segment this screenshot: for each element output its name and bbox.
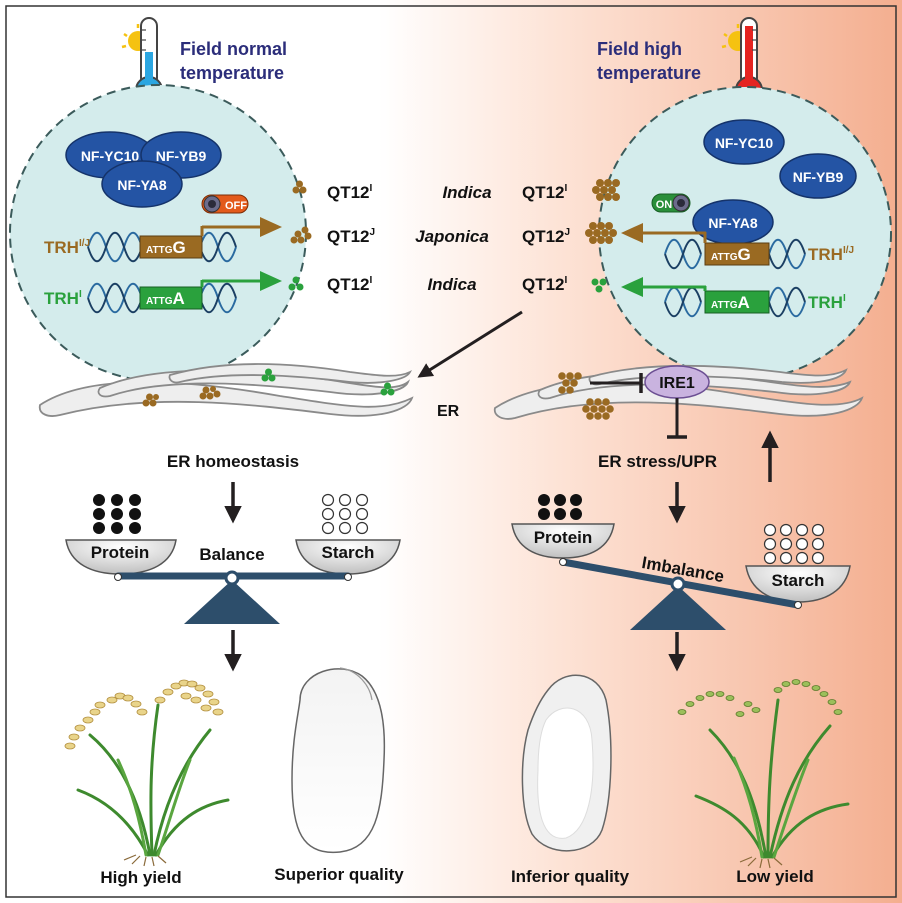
arrow-to-er [417,310,523,378]
nf-yb9-left-label: NF-YB9 [156,148,207,164]
right-heading-line1: Field high [597,39,682,59]
dna-bottom-right [664,286,806,318]
protein-cluster-small-green-3 [288,276,304,291]
inferior-quality-label: Inferior quality [511,867,630,886]
nf-ya8-left-label: NF-YA8 [117,177,166,193]
switch-on-label: ON [656,199,673,211]
right-protein-label: Protein [534,528,593,547]
left-starch-label: Starch [322,543,375,562]
protein-cluster-large-brown-2 [585,222,617,244]
rice-plant-poor-icon [677,679,850,869]
row1-right-label: QT12I [522,183,568,202]
protein-cluster-small-brown-2 [290,226,312,244]
attga-box-left [139,286,203,310]
right-heading-line2: temperature [597,63,701,83]
attgg-box-left [139,235,203,259]
balance-label: Balance [199,545,264,564]
right-protein-dots [538,494,582,520]
nf-ya8-left [101,160,183,208]
rice-grain-inferior-icon [521,674,612,852]
row3-right-label: QT12I [522,275,568,294]
er-stress-label: ER stress/UPR [598,452,717,471]
row1-variety: Indica [442,183,491,202]
er-right-protein-brown-1 [558,372,582,394]
er-left-protein-brown-2 [199,386,221,400]
arrow-brown-right-head [621,223,643,243]
switch-off-icon: OFF [201,194,249,214]
attga-box-right [704,290,770,314]
attgg-box-right [704,242,770,266]
rice-grain-superior-icon [291,667,386,854]
nf-yb9-right-label: NF-YB9 [793,169,844,185]
left-starch-dots [321,493,369,535]
row2-variety: Japonica [415,227,489,246]
attgg-box-right-text: ATTGG [711,245,751,264]
right-starch-label: Starch [772,571,825,590]
low-yield-label: Low yield [736,867,813,886]
superior-quality-label: Superior quality [274,865,404,884]
ire1-label: IRE1 [659,375,695,392]
attgg-box-left-text: ATTGG [146,238,186,257]
rice-plant-healthy-icon [64,679,230,867]
row1-left-label: QT12I [327,183,373,202]
dna-top-right [664,238,806,270]
switch-off-label: OFF [225,200,247,212]
switch-on-icon: ON [651,193,691,213]
protein-cluster-small-brown-1 [292,180,307,194]
arrow-green-left-head [260,271,282,291]
protein-cluster-small-green-right [591,278,607,293]
frame [5,5,897,898]
nf-yc10-right-label: NF-YC10 [715,135,774,151]
er-left-protein-green-1 [261,368,276,382]
nf-ya8-right-label: NF-YA8 [708,215,757,231]
dna-bottom-left [87,282,237,314]
attga-box-right-text: ATTGA [711,293,750,312]
high-yield-label: High yield [100,868,181,887]
left-heading-line1: Field normal [180,39,287,59]
imbalance-scale-right [511,523,851,630]
arrow-brown-left-head [260,217,282,237]
nf-yb9-right [779,153,857,199]
protein-cluster-large-brown-1 [592,179,620,201]
nf-yc10-right [703,119,785,165]
left-protein-label: Protein [91,543,150,562]
nf-yc10-left-label: NF-YC10 [81,148,140,164]
trh-ij-right: TRHI/J [808,245,854,264]
er-label: ER [437,403,460,420]
trh-i-right: TRHI [808,293,846,312]
row2-left-label: QT12J [327,227,375,246]
trh-ij-left: TRHI/J [44,238,90,257]
er-homeostasis-label: ER homeostasis [167,452,299,471]
er-right-protein-brown-2 [582,398,614,420]
row2-right-label: QT12J [522,227,570,246]
er-left-protein-green-2 [380,382,395,396]
left-heading-line2: temperature [180,63,284,83]
left-protein-dots [93,494,141,534]
row3-variety: Indica [427,275,476,294]
attga-box-left-text: ATTGA [146,289,185,308]
er-left [38,363,414,417]
trh-i-left: TRHI [44,289,82,308]
right-starch-dots [763,523,825,565]
arrow-green-right-head [621,277,643,297]
balance-scale-left [65,539,401,624]
row3-left-label: QT12I [327,275,373,294]
dna-top-left [87,231,237,263]
er-left-protein-brown-1 [142,393,159,407]
